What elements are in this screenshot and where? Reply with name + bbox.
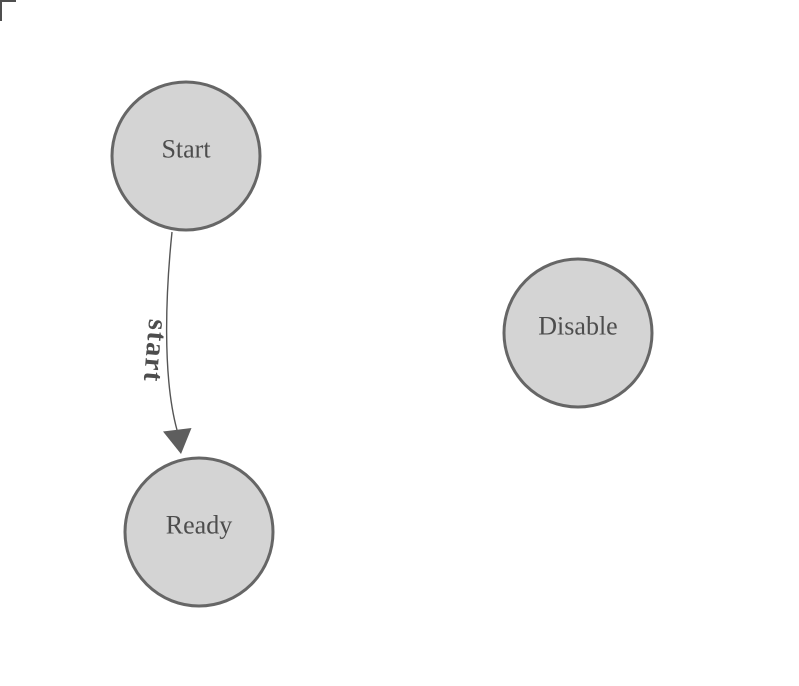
arrowhead-icon <box>163 428 192 454</box>
origin-corner-marker <box>0 0 16 21</box>
transition-start-ready[interactable]: start <box>137 231 192 454</box>
state-circle[interactable] <box>110 80 262 232</box>
state-node-start[interactable]: Start <box>110 80 262 232</box>
state-node-ready[interactable]: Ready <box>123 456 275 608</box>
transition-path[interactable] <box>165 231 178 431</box>
state-node-disable[interactable]: Disable <box>502 257 654 409</box>
state-label: Start <box>161 135 211 164</box>
state-label: Disable <box>538 312 617 341</box>
transition-label[interactable]: start <box>137 318 173 384</box>
edges-layer: start <box>137 231 192 454</box>
state-label: Ready <box>166 511 232 540</box>
state-circle[interactable] <box>123 456 275 608</box>
origin-marker-layer <box>0 0 16 21</box>
state-circle[interactable] <box>502 257 654 409</box>
